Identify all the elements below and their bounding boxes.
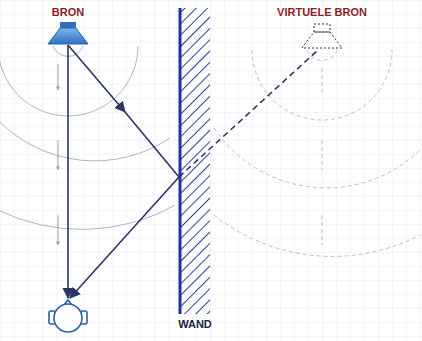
source-label: BRON <box>52 6 84 19</box>
virtual-source-label: VIRTUELE BRON <box>277 6 367 19</box>
wall-label: WAND <box>178 318 212 331</box>
